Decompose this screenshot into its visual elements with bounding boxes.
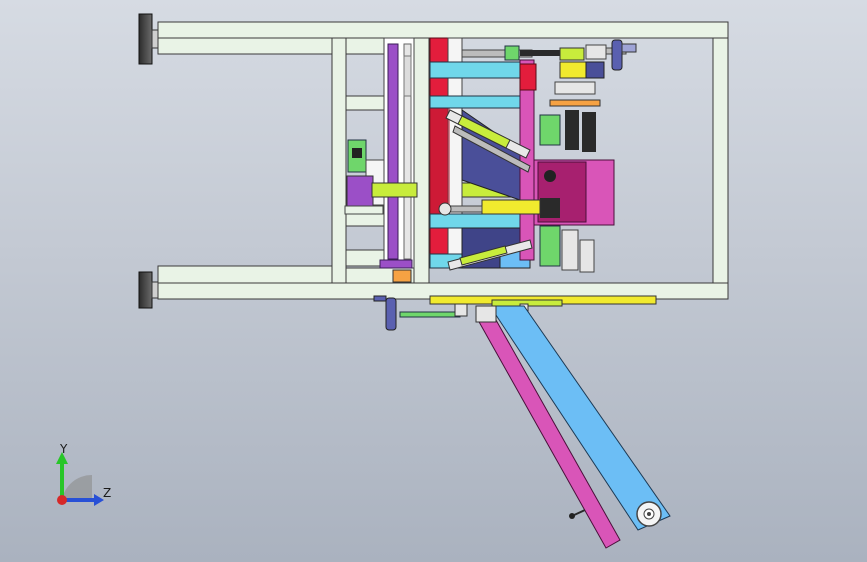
axis-label-z: Z [103,486,112,500]
top-rod-assembly [461,44,627,91]
pulley-wheel-icon [636,501,662,527]
coordinate-triad-icon [56,452,104,506]
valve-fittings [539,81,601,273]
axis-label-y: Y [60,442,68,456]
handwheel-icon[interactable] [373,295,397,331]
pneumatic-cylinder [447,239,533,271]
linear-guide-rail [379,37,415,283]
handwheel-icon[interactable] [611,39,637,71]
main-frame [157,21,729,300]
sensor-block [344,139,385,215]
pneumatic-cylinder [445,109,531,173]
slide-unit [438,199,541,216]
leveling-foot-icon [138,13,162,65]
inclined-chute [475,305,671,549]
